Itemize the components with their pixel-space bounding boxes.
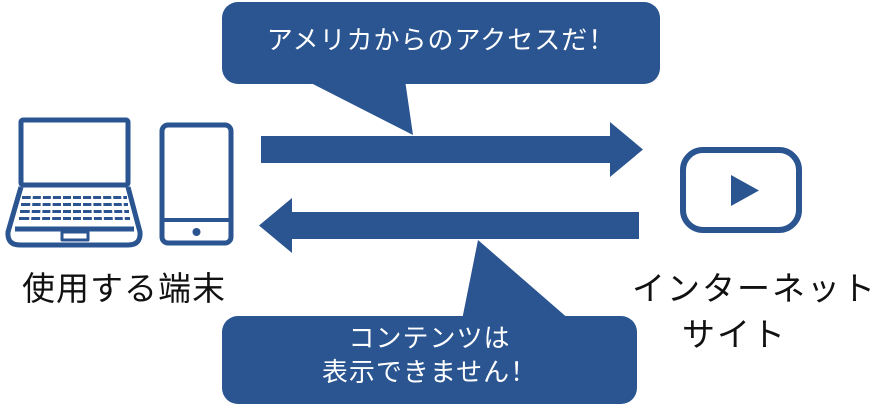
laptop-keyboard (19, 196, 130, 220)
top-bubble-text: アメリカからのアクセスだ！ (266, 26, 616, 56)
bottom-bubble-line-1: コンテンツは (348, 324, 511, 354)
bottom-bubble-text: コンテンツは 表示できません！ (222, 322, 637, 390)
device-label: 使用する端末 (22, 269, 226, 308)
request-arrow-right (261, 122, 643, 177)
laptop-keyboard-grid (29, 193, 125, 223)
site-label-line-1: インターネット (632, 269, 877, 308)
site-label-line-2: サイト (682, 315, 787, 354)
video-play-icon (680, 147, 802, 233)
bottom-bubble-line-2: 表示できません！ (321, 358, 538, 388)
laptop-icon (5, 117, 143, 248)
bottom-speech-bubble (222, 240, 637, 404)
smartphone-icon (159, 122, 234, 246)
response-arrow-left (259, 198, 639, 253)
top-speech-bubble (222, 2, 660, 135)
